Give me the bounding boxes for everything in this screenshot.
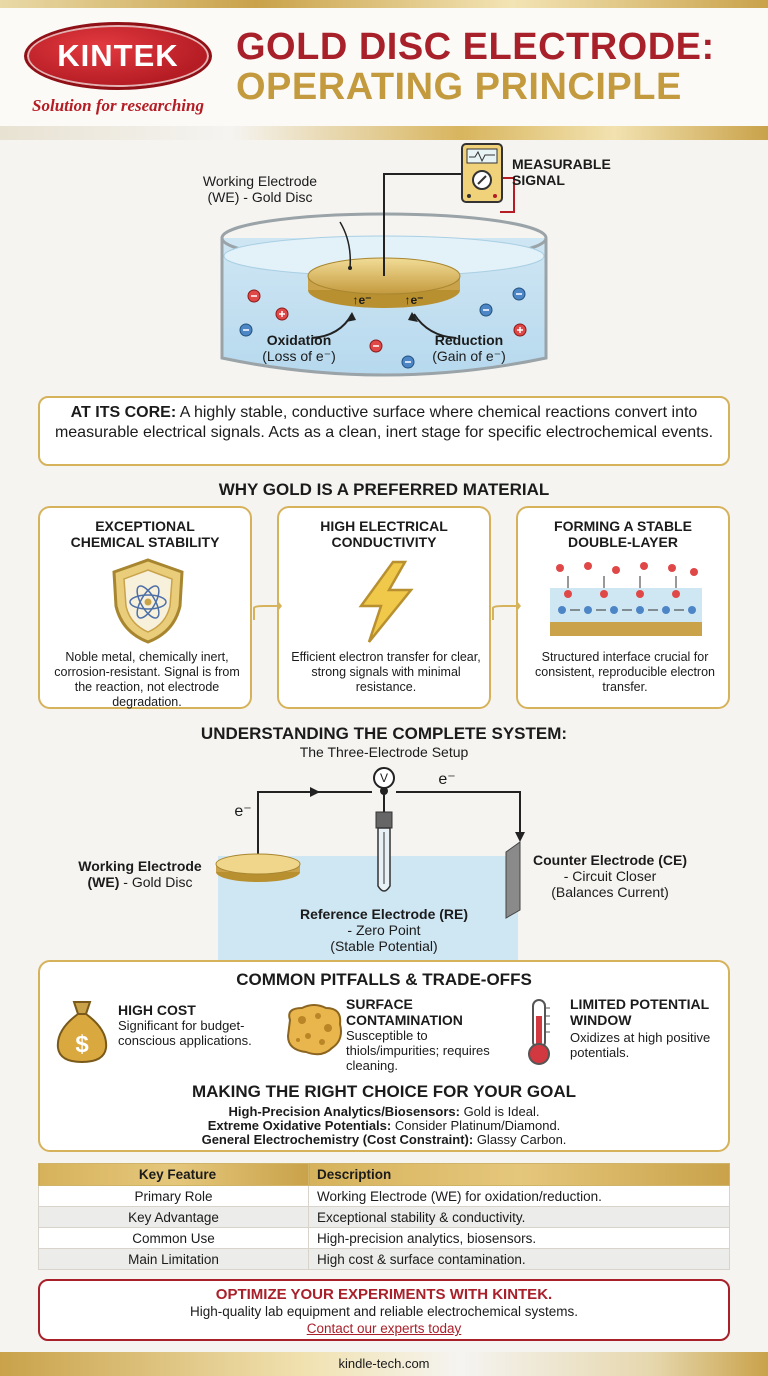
thermometer-icon: [528, 999, 550, 1065]
table-header: Key Feature: [38, 1163, 309, 1186]
tagline: Solution for researching: [32, 96, 204, 115]
core-summary-box: AT ITS CORE: A highly stable, conductive…: [38, 396, 730, 466]
voltmeter-icon: [373, 767, 395, 789]
three-electrode-diagram: [215, 767, 525, 960]
table-cell: Primary Role: [38, 1185, 309, 1207]
table-cell: High cost & surface contamination.: [308, 1248, 730, 1270]
gold-disc-small: [215, 853, 301, 882]
lightning-bolt-icon: [358, 560, 414, 643]
ions: [239, 287, 527, 369]
electron-left: e⁻: [234, 803, 252, 820]
choice-line: General Electrochemistry (Cost Constrain…: [201, 1132, 567, 1147]
table-cell: Main Limitation: [38, 1248, 309, 1270]
multimeter-icon: [461, 143, 503, 203]
counter-electrode-plate: [505, 841, 521, 919]
re-label: Reference Electrode (RE)- Zero Point(Sta…: [299, 906, 469, 954]
kintek-logo[interactable]: [24, 22, 212, 90]
table-header-row: Key Feature Description: [38, 1163, 730, 1186]
choice-heading: MAKING THE RIGHT CHOICE FOR YOUR GOAL: [191, 1082, 577, 1101]
table-cell: Common Use: [38, 1227, 309, 1249]
reference-electrode: [375, 811, 393, 892]
reduction-label: Reduction(Gain of e⁻): [432, 332, 506, 364]
arrow-connector-icon: [253, 601, 282, 620]
pitfall-text: Susceptible to thiols/impurities; requir…: [346, 1028, 490, 1073]
choice-line: Extreme Oxidative Potentials: Consider P…: [207, 1118, 561, 1133]
pitfall-text: Oxidizes at high positive potentials.: [570, 1030, 711, 1060]
core-lead: AT ITS CORE:: [70, 404, 177, 421]
pitfall-title: HIGH COST: [118, 1002, 196, 1018]
table-cell: High-precision analytics, biosensors.: [308, 1227, 730, 1249]
money-bag-icon: $: [56, 1001, 108, 1064]
system-subheading: The Three-Electrode Setup: [299, 744, 469, 760]
voltmeter-label: V: [379, 771, 388, 785]
ce-label: Counter Electrode (CE)- Circuit Closer(B…: [532, 852, 687, 900]
cta-heading: OPTIMIZE YOUR EXPERIMENTS WITH KINTEK.: [215, 1286, 553, 1303]
choice-line: High-Precision Analytics/Biosensors: Gol…: [228, 1104, 540, 1119]
cta-box: OPTIMIZE YOUR EXPERIMENTS WITH KINTEK. H…: [38, 1279, 730, 1341]
sponge-icon: [286, 1004, 342, 1056]
pitfall-text: Significant for budget-conscious applica…: [118, 1018, 252, 1048]
wire-red: [500, 177, 515, 213]
oxidation-label: Oxidation(Loss of e⁻): [262, 332, 336, 364]
footer: kindle-tech.com: [0, 1352, 768, 1376]
table-cell: Working Electrode (WE) for oxidation/red…: [308, 1185, 730, 1207]
card-text: Noble metal, chemically inert, corrosion…: [54, 650, 240, 709]
page-subtitle: OPERATING PRINCIPLE: [236, 66, 682, 108]
electron-right: e⁻: [438, 771, 456, 788]
core-text: A highly stable, conductive surface wher…: [54, 404, 714, 441]
electrode-beaker-diagram: [220, 143, 548, 377]
arrow-connector-icon: [492, 601, 521, 620]
we-label: Working Electrode(WE) - Gold Disc: [202, 173, 318, 205]
footer-url[interactable]: kindle-tech.com: [338, 1356, 430, 1371]
pitfalls-heading: COMMON PITFALLS & TRADE-OFFS: [236, 970, 532, 989]
logo-text: KINTEK: [57, 38, 179, 73]
shield-atom-icon: [112, 558, 184, 644]
electron-right: ↑e⁻: [404, 293, 424, 307]
card-text: Structured interface crucial for consist…: [535, 650, 715, 694]
page-title: GOLD DISC ELECTRODE:: [236, 26, 715, 68]
why-gold-heading: WHY GOLD IS A PREFERRED MATERIAL: [218, 480, 550, 499]
contact-link[interactable]: Contact our experts today: [306, 1321, 462, 1336]
table-cell: Key Advantage: [38, 1206, 309, 1228]
wire: [383, 173, 464, 276]
electron-left: ↑e⁻: [352, 293, 372, 307]
svg-text:$: $: [75, 1031, 89, 1058]
double-layer-icon: [550, 562, 702, 636]
pitfalls-box: COMMON PITFALLS & TRADE-OFFS $ HIGH COST…: [38, 960, 730, 1152]
top-band: [0, 0, 768, 8]
table-cell: Exceptional stability & conductivity.: [308, 1206, 730, 1228]
header-swoosh: [0, 126, 768, 140]
card-text: Efficient electron transfer for clear, s…: [291, 650, 481, 694]
we-system-label: Working Electrode(WE) - Gold Disc: [78, 858, 202, 890]
system-heading: UNDERSTANDING THE COMPLETE SYSTEM:: [200, 724, 568, 743]
cta-text: High-quality lab equipment and reliable …: [190, 1304, 578, 1319]
table-header: Description: [308, 1163, 730, 1186]
